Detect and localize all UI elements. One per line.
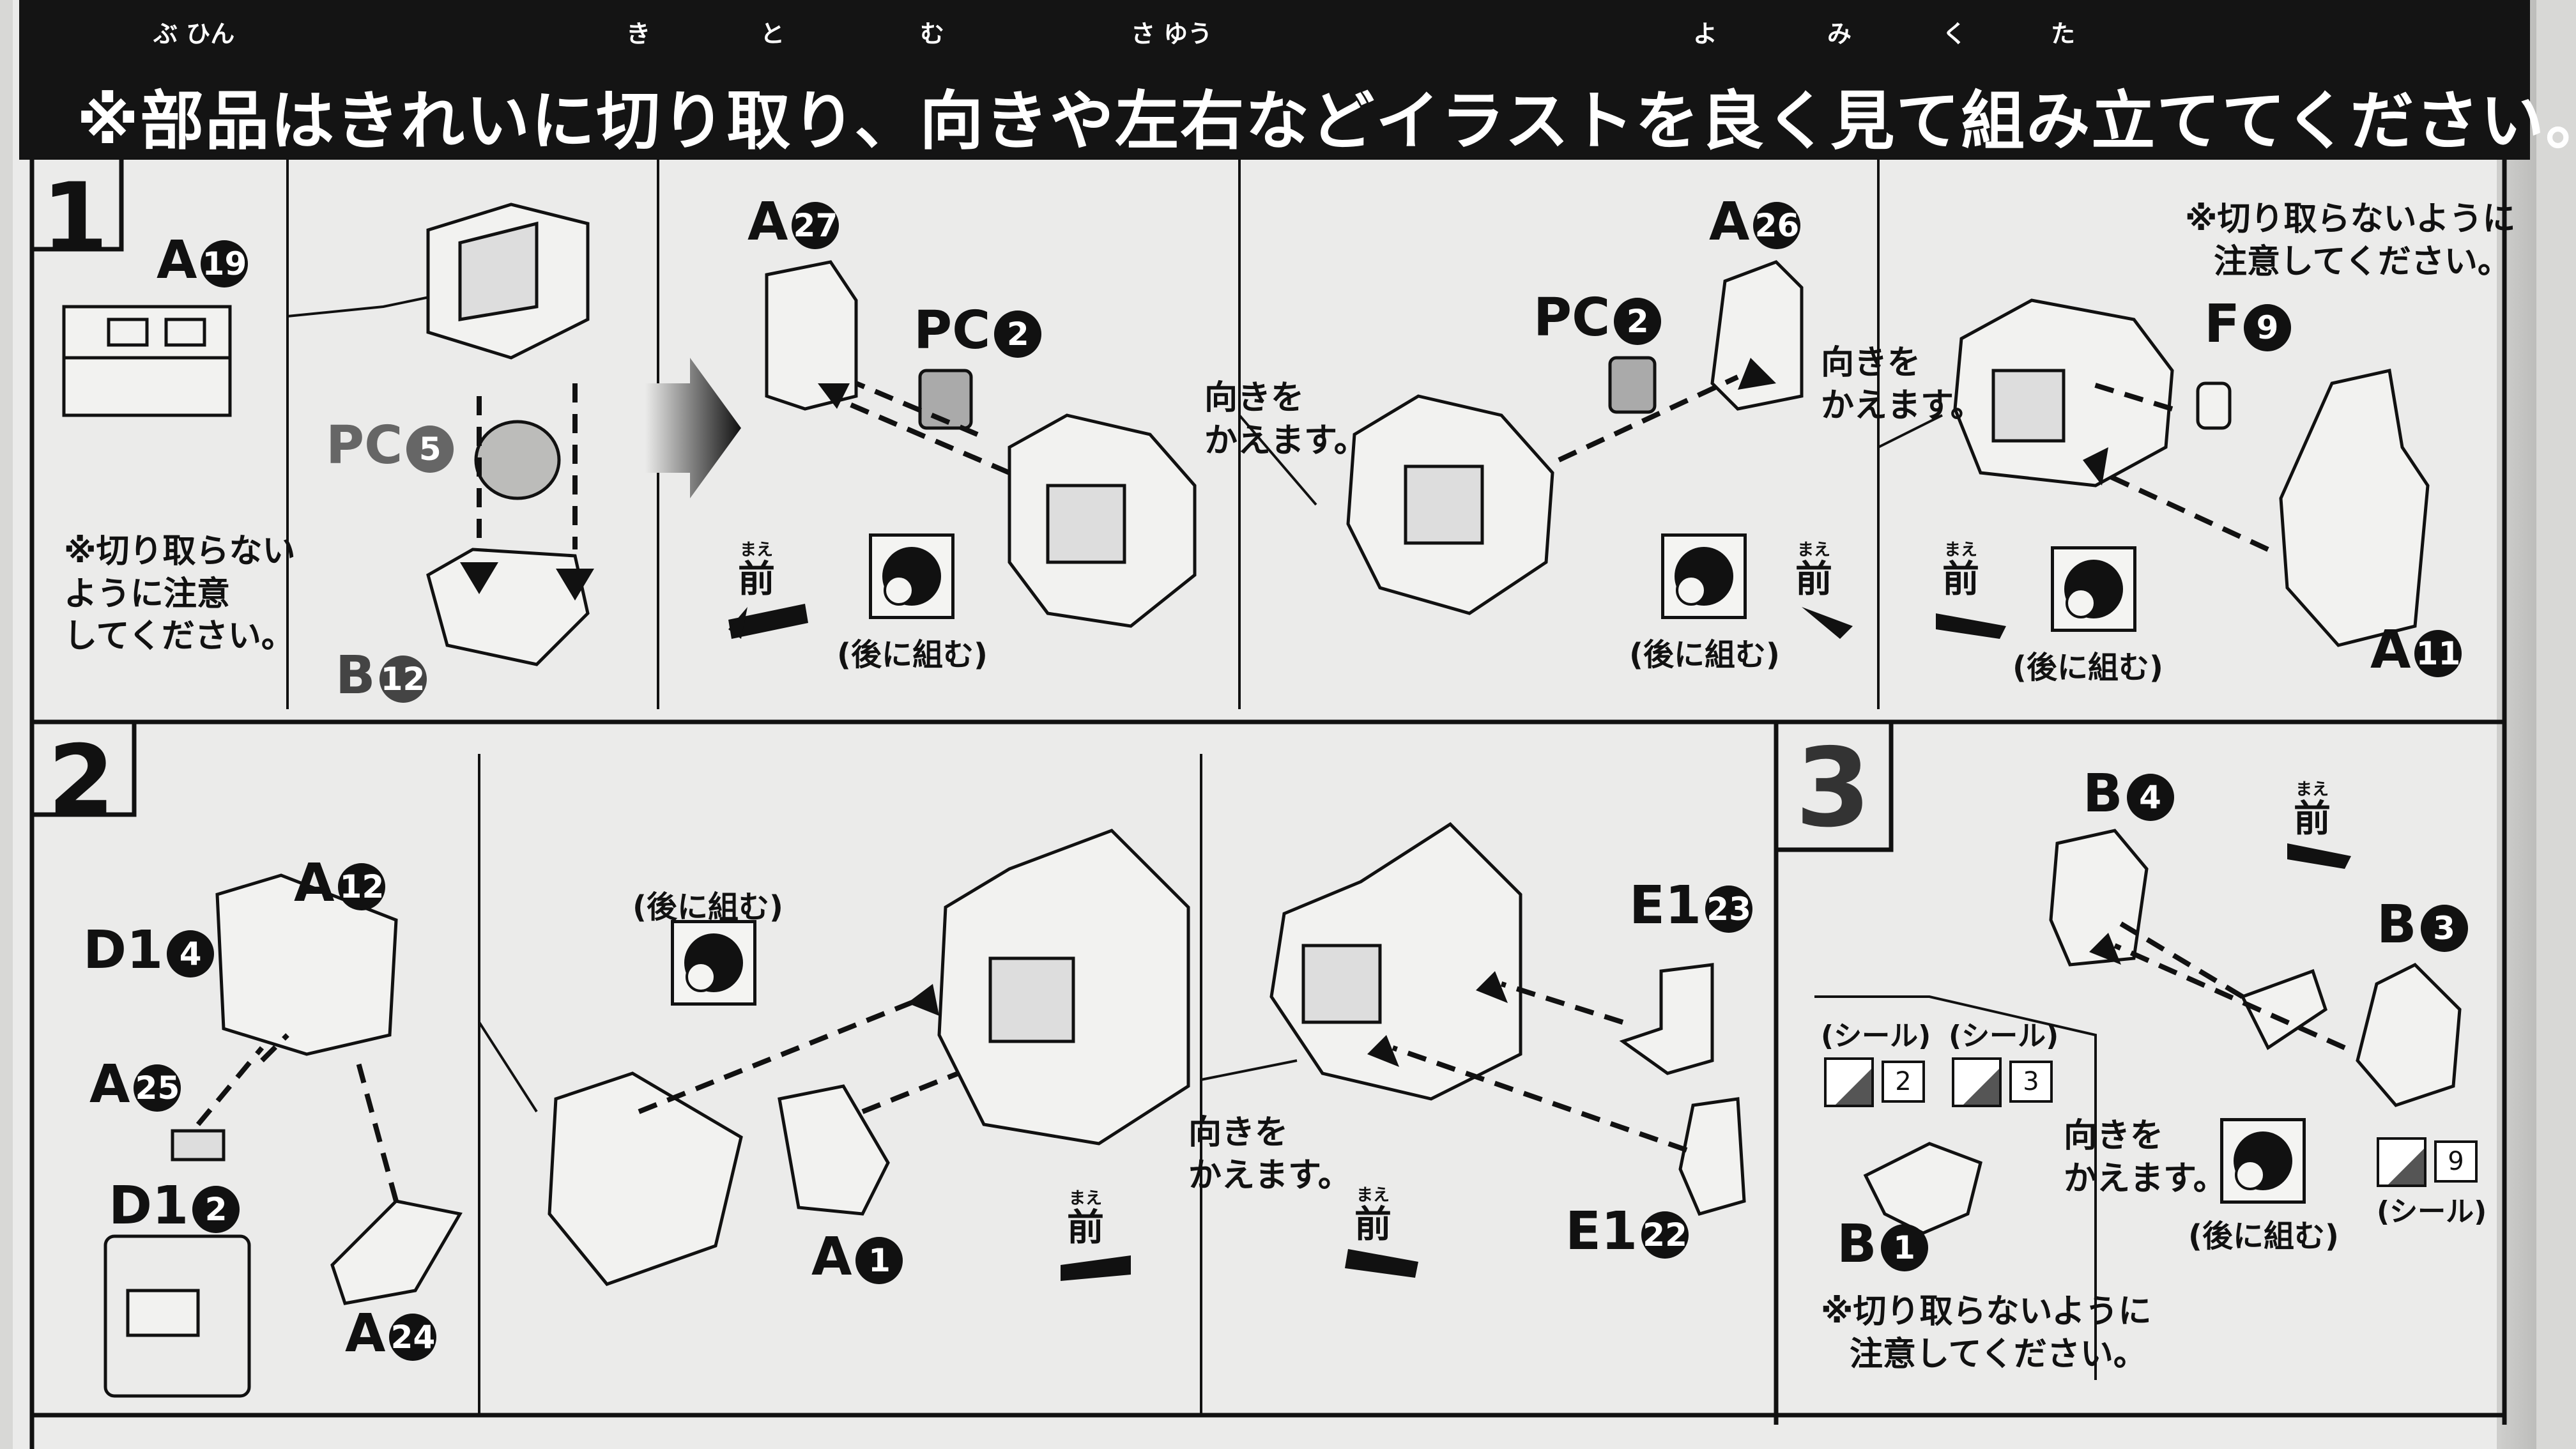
instruction-page: ぶ ひん き と む さ ゆう よ み く た ※部品はきれいに切り取り、向きや… (13, 0, 2576, 1449)
front-indicator: まえ前 (1795, 540, 1833, 601)
front-indicator: まえ前 (1942, 540, 1980, 601)
header-furigana: よ (1693, 20, 1718, 48)
header-furigana: き (626, 20, 651, 48)
assemble-later-icon (1661, 533, 1747, 619)
sticker-icon (1824, 1057, 1874, 1107)
turn-around-note: 向きを かえます。 (1821, 344, 1984, 425)
header-furigana: た (2051, 20, 2076, 48)
header-bar: ぶ ひん き と む さ ゆう よ み く た ※部品はきれいに切り取り、向きや… (19, 0, 2576, 160)
header-furigana: ぶ ひん (153, 20, 235, 48)
front-indicator: まえ前 (2294, 780, 2331, 840)
header-furigana: む (920, 20, 945, 48)
front-indicator: まえ前 (1067, 1189, 1105, 1249)
assemble-later-icon (2051, 546, 2136, 632)
assemble-later-label: (後に組む) (2188, 1218, 2339, 1254)
step-number-2: 2 (48, 725, 115, 836)
step-number-1: 1 (42, 163, 109, 274)
sticker-number: 9 (2434, 1140, 2478, 1183)
diagram-lines (29, 160, 2507, 1449)
sticker-label: (シール) (1821, 1020, 1931, 1052)
sticker-number: 3 (2009, 1061, 2053, 1103)
header-furigana: く (1942, 20, 1967, 48)
assemble-later-label: (後に組む) (2012, 650, 2163, 686)
assemble-later-icon (2220, 1118, 2306, 1204)
header-furigana: さ ゆう (1131, 20, 1213, 48)
note-do-not-cut-step3: ※切り取らないように 注意してください。 (1821, 1292, 2152, 1374)
assemble-later-label: (後に組む) (837, 637, 988, 673)
front-indicator: まえ前 (1354, 1186, 1392, 1246)
note-do-not-cut-left: ※切り取らない ように注意 してください。 (64, 532, 296, 656)
front-indicator: まえ前 (738, 540, 776, 601)
header-furigana: と (760, 20, 785, 48)
sticker-number: 2 (1882, 1061, 1925, 1103)
header-title: ※部品はきれいに切り取り、向きや左右などイラストを良く見て組み立ててください。 (77, 84, 2576, 158)
note-do-not-cut-right: ※切り取らないように 注意してください。 (2185, 200, 2516, 281)
sticker-label: (シール) (2377, 1195, 2487, 1228)
assemble-later-label: (後に組む) (1629, 637, 1780, 673)
step-number-3: 3 (1795, 725, 1871, 852)
turn-around-note: 向きを かえます。 (2064, 1117, 2227, 1198)
turn-around-note: 向きを かえます。 (1204, 379, 1367, 460)
sticker-label: (シール) (1949, 1020, 2059, 1052)
assemble-later-label: (後に組む) (632, 889, 783, 925)
assemble-later-icon (869, 533, 954, 619)
header-furigana: み (1827, 20, 1852, 48)
sticker-icon (1952, 1057, 2002, 1107)
turn-around-note: 向きを かえます。 (1188, 1114, 1351, 1195)
sticker-icon (2377, 1137, 2426, 1187)
assemble-later-icon (671, 920, 756, 1006)
